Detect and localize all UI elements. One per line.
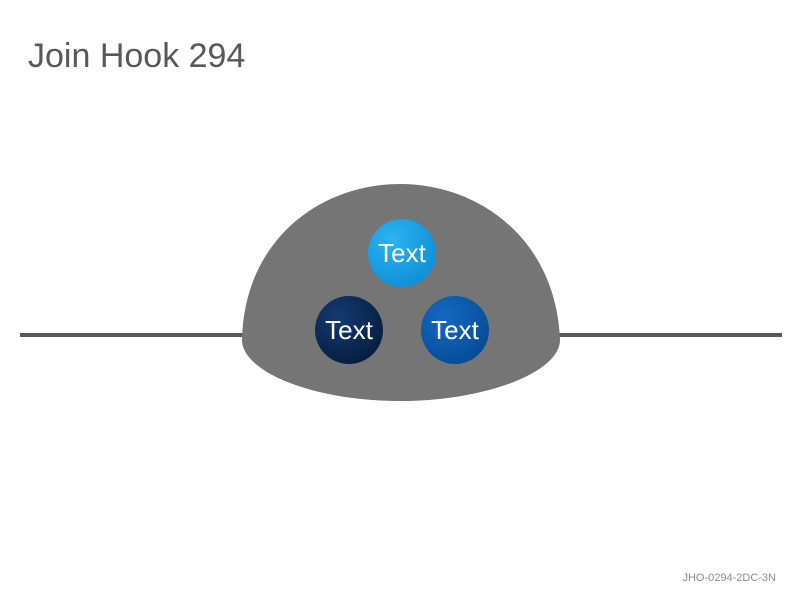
node-left-circle	[315, 296, 383, 364]
node-left-label: Text	[325, 315, 373, 345]
page-title: Join Hook 294	[28, 37, 246, 75]
node-right-circle	[421, 296, 489, 364]
dome-shape	[242, 184, 560, 401]
node-top-circle	[368, 219, 436, 287]
node-left[interactable]: Text	[315, 296, 383, 364]
slide-code: JHO-0294-2DC-3N	[682, 572, 776, 584]
node-right[interactable]: Text	[421, 296, 489, 364]
node-right-label: Text	[431, 315, 479, 345]
node-top-label: Text	[378, 238, 426, 268]
node-top[interactable]: Text	[368, 219, 436, 287]
